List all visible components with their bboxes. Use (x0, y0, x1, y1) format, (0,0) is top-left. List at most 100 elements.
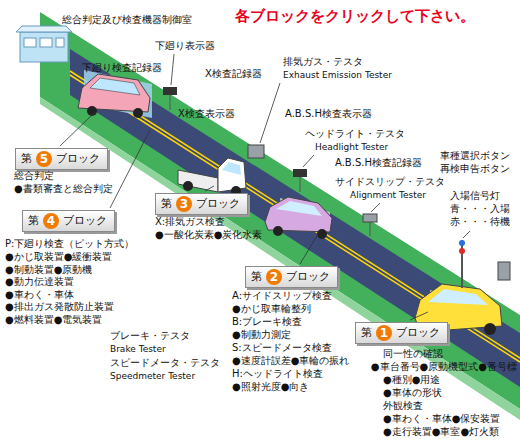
block-number: 2 (266, 269, 282, 285)
inspection-item: ●車わく・車体 (5, 289, 74, 301)
leader-line (171, 54, 174, 85)
lane-line (70, 75, 520, 362)
signal-label: 入場信号灯 (450, 190, 500, 202)
block-word: ブロック (63, 214, 107, 228)
post (370, 222, 371, 236)
block-word: ブロック (396, 326, 440, 340)
equipment-label: スピードメータ・テスタ (110, 357, 220, 369)
inspection-item: ●制動力測定 (232, 329, 291, 341)
exhaust-tester (248, 145, 264, 158)
block-word: 第 (361, 326, 372, 340)
inspection-heading: 総合判定 (14, 170, 54, 182)
post (170, 95, 171, 110)
equipment-label: X検査記録器 (205, 68, 262, 80)
equipment-label-en: Alignment Tester (350, 189, 426, 201)
wheel (273, 226, 283, 236)
equipment-label-en: Exhaust Emission Tester (283, 69, 392, 81)
headlight-tester (363, 214, 377, 222)
wheel (484, 323, 496, 335)
equipment-label-en: Speedmeter Tester (110, 370, 195, 382)
leader-line (303, 155, 314, 167)
equipment-label: 排気ガス・テスタ (283, 56, 363, 68)
car (265, 197, 332, 232)
page-title: 各ブロックをクリックして下さい。 (235, 7, 475, 25)
inspection-item: ●走行装置●車室●灯火類 (383, 426, 499, 438)
inspection-item: ●速度計誤差●車輪の振れ (232, 355, 349, 367)
inspection-item: ●動力伝達装置 (5, 276, 74, 288)
leader-line (110, 130, 150, 208)
block-badge: 第2 ブロック (245, 266, 338, 288)
post (300, 177, 301, 192)
inspection-item: ●かじ取装置●緩衝装置 (5, 251, 112, 263)
inspection-item: ●かじ取車輪整列 (232, 303, 311, 315)
button-console (498, 262, 510, 280)
truck-cab (218, 158, 246, 192)
wheel (133, 108, 143, 118)
button-label: 再検申告ボタン (440, 163, 510, 175)
window (40, 38, 52, 47)
equipment-label-en: Brake Tester (110, 343, 166, 355)
block-word: 第 (251, 270, 262, 284)
car-window (276, 201, 322, 216)
block-word: 第 (28, 214, 39, 228)
equipment-label: X検査表示器 (178, 108, 235, 120)
truck-window (222, 162, 241, 175)
block-badge: 第5 ブロック (15, 148, 108, 170)
leader-line (60, 112, 95, 146)
inspection-item: ●車台番号●原動機型式●番号標 (371, 361, 517, 373)
van-window (90, 78, 140, 95)
window (24, 38, 36, 47)
inspection-heading: A:サイドスリップ検査 (232, 290, 332, 302)
block-word: ブロック (196, 197, 240, 211)
car-window (428, 289, 488, 305)
block-word: 第 (161, 197, 172, 211)
equipment-label-en: Headlight Tester (315, 141, 388, 153)
block-word: 第 (21, 152, 32, 166)
inspection-heading: B:ブレーキ検査 (232, 316, 302, 328)
inspection-item: ●書類審査と総合判定 (14, 183, 113, 195)
lane-line (70, 71, 520, 358)
inspection-heading: 外観検査 (383, 400, 423, 412)
window (56, 38, 64, 47)
equipment-label: A.B.S.H検査表示器 (285, 108, 372, 120)
block-word: ブロック (56, 152, 100, 166)
wheel (183, 181, 193, 191)
inspection-item: ●車体の形状 (383, 387, 442, 399)
equipment-label: 下廻り検査記録器 (82, 62, 162, 74)
signal-lamp (459, 248, 465, 254)
display-board (163, 87, 177, 95)
inspection-item: ●排出ガス発散防止装置 (5, 301, 114, 313)
block-badge: 第1 ブロック (355, 322, 448, 344)
block-number: 1 (376, 325, 392, 341)
inspection-heading: 同一性の確認 (383, 348, 443, 360)
block-number: 4 (43, 213, 59, 229)
inspection-item: ●制動装置●原動機 (5, 264, 92, 276)
inspection-lane (70, 49, 520, 387)
signal-label: 赤・・・待機 (450, 216, 510, 228)
inspection-item: ●種別●用途 (383, 374, 440, 386)
leader-line (300, 234, 318, 264)
equipment-label: サイドスリップ・テスタ (335, 176, 445, 188)
equipment-label: 下廻り表示器 (155, 40, 215, 52)
control-room-roof (16, 26, 72, 32)
equipment-label: ブレーキ・テスタ (110, 330, 190, 342)
signal-label: 青・・・入場 (450, 203, 510, 215)
equipment-label: ヘッドライト・テスタ (305, 128, 405, 140)
inspection-heading: X:排気ガス検査 (155, 216, 225, 228)
control-room (20, 32, 68, 62)
wheel (317, 229, 327, 239)
room-label: 総合判定及び検査機器制御室 (62, 14, 192, 26)
inspection-heading: P:下廻り検査（ピット方式） (5, 238, 134, 250)
block-number: 3 (176, 196, 192, 212)
van (78, 74, 150, 112)
leader-line (205, 186, 214, 191)
block-badge: 第4 ブロック (22, 210, 115, 232)
block-number: 5 (36, 151, 52, 167)
leader-line (260, 83, 280, 143)
block-word: ブロック (286, 270, 330, 284)
signal-lamp (459, 240, 465, 246)
inspection-item: ●燃料装置●電気装置 (5, 314, 102, 326)
leader-line (371, 203, 380, 212)
inspection-heading: H:ヘッドライト検査 (232, 368, 323, 380)
